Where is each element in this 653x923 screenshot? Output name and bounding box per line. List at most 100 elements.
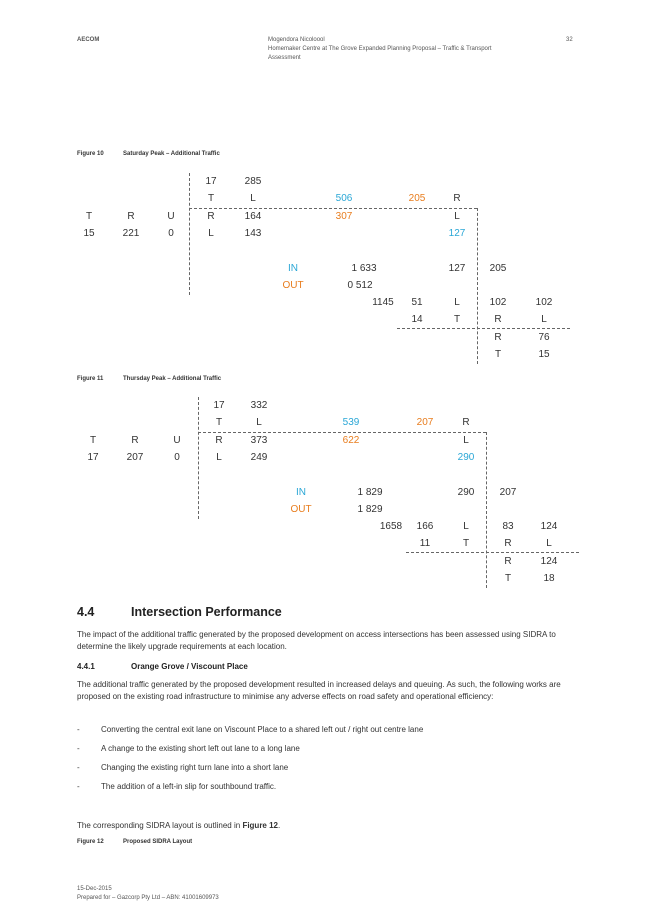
bullet-marker: - xyxy=(77,763,80,772)
f10-mid-right-l: L xyxy=(454,211,460,222)
figure10-bottom-divider xyxy=(397,328,570,329)
header-title-line2: Assessment xyxy=(268,55,301,61)
f11-top-turn-r: R xyxy=(462,417,470,428)
header-title-line1: Homemaker Centre at The Grove Expanded P… xyxy=(268,46,492,52)
f10-row1-e: 102 xyxy=(535,297,553,308)
f11-bottom-r-turn: R xyxy=(504,556,512,567)
bullet-marker: - xyxy=(77,725,80,734)
bullet-item-1: Converting the central exit lane on Visc… xyxy=(101,725,424,734)
f11-top-turn-l: L xyxy=(256,417,262,428)
f11-row2-a: 11 xyxy=(419,538,431,549)
f11-left-val-t: 17 xyxy=(87,452,99,463)
f11-left-turn-t: T xyxy=(89,435,97,446)
f11-left-turn-u: U xyxy=(173,435,181,446)
f10-row2-d: L xyxy=(541,314,547,325)
layout-reference-sentence: The corresponding SIDRA layout is outlin… xyxy=(77,820,280,832)
f11-row1-d: 83 xyxy=(502,521,514,532)
f11-row1-a: 1658 xyxy=(379,521,403,532)
f11-mid-turn-l: L xyxy=(216,452,222,463)
section-title: Intersection Performance xyxy=(131,605,282,619)
f10-top-orange: 205 xyxy=(408,193,426,204)
f11-mid-turn-r: R xyxy=(215,435,223,446)
bullet-item-4: The addition of a left-in slip for south… xyxy=(101,782,277,791)
subsection-title: Orange Grove / Viscount Place xyxy=(131,662,248,671)
layout-end: . xyxy=(278,821,281,830)
f10-left-val-r: 221 xyxy=(122,228,140,239)
f10-row2-c: R xyxy=(494,314,502,325)
figure11-caption-title: Thursday Peak – Additional Traffic xyxy=(123,376,222,382)
f10-row2-b: T xyxy=(453,314,461,325)
layout-text: The corresponding SIDRA layout is outlin… xyxy=(77,821,243,830)
subsection-paragraph: The additional traffic generated by the … xyxy=(77,680,561,701)
f11-mid-val-l: 249 xyxy=(250,452,268,463)
subsection-number: 4.4.1 xyxy=(77,662,95,671)
figure12-caption-number: Figure 12 xyxy=(77,839,104,845)
f10-top-val-l: 285 xyxy=(244,176,262,187)
f11-right-b: 207 xyxy=(499,487,517,498)
f10-row2-a: 14 xyxy=(411,314,423,325)
f11-mid-orange: 622 xyxy=(342,435,360,446)
f11-row2-b: T xyxy=(462,538,470,549)
bullet-marker: - xyxy=(77,744,80,753)
f10-right-a: 127 xyxy=(448,263,466,274)
f10-left-val-t: 15 xyxy=(83,228,95,239)
f11-row1-b: 166 xyxy=(416,521,434,532)
f11-row1-c: L xyxy=(463,521,469,532)
f11-top-orange: 207 xyxy=(416,417,434,428)
f10-row1-c: L xyxy=(454,297,460,308)
f11-in-label: IN xyxy=(296,487,306,498)
f10-left-turn-t: T xyxy=(85,211,93,222)
f11-out-label: OUT xyxy=(290,504,312,515)
figure11-vertical-divider xyxy=(198,397,199,519)
f10-bottom-t-turn: T xyxy=(494,349,502,360)
page-number: 32 xyxy=(566,37,573,43)
f10-in-value: 1 633 xyxy=(351,263,377,274)
f10-left-turn-u: U xyxy=(167,211,175,222)
f11-row1-e: 124 xyxy=(540,521,558,532)
f10-mid-orange: 307 xyxy=(335,211,353,222)
f10-top-turn-l: L xyxy=(250,193,256,204)
f10-top-val-t: 17 xyxy=(205,176,217,187)
f11-mid-blue: 290 xyxy=(457,452,475,463)
header-company: AECOM xyxy=(77,37,100,43)
header-client: Mogendora Nicoloool xyxy=(268,37,325,43)
f11-right-a: 290 xyxy=(457,487,475,498)
figure12-link[interactable]: Figure 12 xyxy=(242,821,279,830)
section-intro: The impact of the additional traffic gen… xyxy=(77,630,556,651)
f10-mid-blue: 127 xyxy=(448,228,466,239)
f10-mid-turn-l: L xyxy=(208,228,214,239)
f11-left-val-r: 207 xyxy=(126,452,144,463)
bullet-marker: - xyxy=(77,782,80,791)
figure12-caption-title: Proposed SIDRA Layout xyxy=(123,839,193,845)
f10-bottom-t-val: 15 xyxy=(538,349,550,360)
figure10-right-divider xyxy=(477,208,478,364)
f11-mid-val-r: 373 xyxy=(250,435,268,446)
section-number: 4.4 xyxy=(77,605,95,619)
f10-left-turn-r: R xyxy=(127,211,135,222)
bullet-item-3: Changing the existing right turn lane in… xyxy=(101,763,289,772)
figure11-caption-number: Figure 11 xyxy=(77,376,104,382)
f10-bottom-r-turn: R xyxy=(494,332,502,343)
f10-top-turn-r: R xyxy=(453,193,461,204)
f11-top-blue: 539 xyxy=(342,417,360,428)
f10-out-label: OUT xyxy=(282,280,304,291)
f10-row1-a: 1145 xyxy=(372,297,394,308)
f11-top-val-t: 17 xyxy=(213,400,225,411)
figure11-bottom-divider xyxy=(406,552,579,553)
f11-bottom-t-val: 18 xyxy=(543,573,555,584)
f11-bottom-t-turn: T xyxy=(504,573,512,584)
f11-top-val-l: 332 xyxy=(250,400,268,411)
f11-bottom-r-val: 124 xyxy=(540,556,558,567)
f10-top-turn-t: T xyxy=(207,193,215,204)
f10-right-b: 205 xyxy=(489,263,507,274)
f10-mid-turn-r: R xyxy=(207,211,215,222)
f10-mid-val-r: 164 xyxy=(244,211,262,222)
f10-out-value: 0 512 xyxy=(347,280,373,291)
figure11-right-divider xyxy=(486,432,487,588)
figure10-caption-title: Saturday Peak – Additional Traffic xyxy=(123,151,220,157)
f11-left-val-u: 0 xyxy=(174,452,180,463)
f11-mid-right-l: L xyxy=(463,435,469,446)
figure11-top-divider xyxy=(198,432,486,433)
footer-prepared: Prepared for – Gazcorp Pty Ltd – ABN: 41… xyxy=(77,895,219,901)
f10-row1-d: 102 xyxy=(489,297,507,308)
